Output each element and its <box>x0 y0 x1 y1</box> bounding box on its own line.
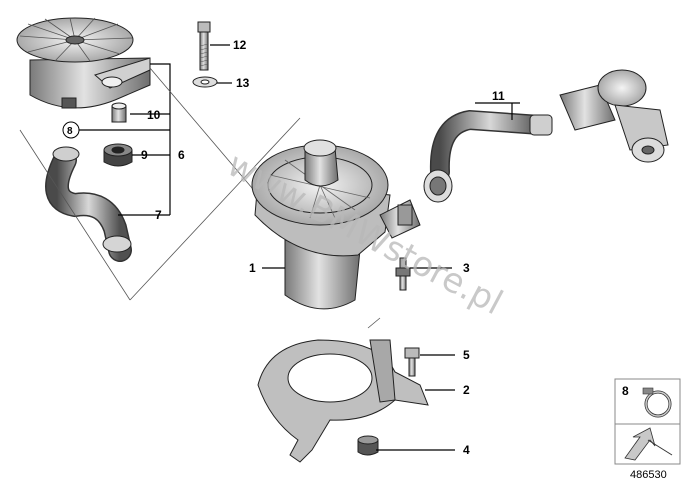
callout-10: 10 <box>147 108 161 122</box>
mounting-bracket <box>257 339 429 463</box>
nut-4 <box>357 435 379 456</box>
group-bracket <box>78 63 171 216</box>
bolt-12 <box>197 21 211 71</box>
callout-numbers: 12 13 10 8 9 6 7 11 1 3 5 2 4 <box>62 38 505 457</box>
washer-13 <box>192 76 218 88</box>
callout-5: 5 <box>463 348 470 362</box>
sleeve-10 <box>111 102 127 123</box>
orientation-arrow-icon <box>624 427 656 461</box>
diagram-number: 486530 <box>630 469 667 481</box>
hose-clamp-icon <box>642 387 672 418</box>
callout-8-circle <box>62 121 80 139</box>
air-check-valve <box>559 69 669 163</box>
leader-lines <box>210 44 520 451</box>
callout-6: 6 <box>178 148 185 162</box>
callout-11: 11 <box>492 89 505 103</box>
stud-3 <box>395 257 411 291</box>
secondary-air-pump <box>251 139 421 310</box>
callout-3: 3 <box>463 261 470 275</box>
guide-lines <box>19 67 381 329</box>
hose-11 <box>423 109 553 203</box>
callout-2: 2 <box>463 383 470 397</box>
air-filter <box>16 17 151 109</box>
callout-9: 9 <box>141 148 148 162</box>
callout-1: 1 <box>249 261 256 275</box>
callout-7: 7 <box>155 208 162 222</box>
grommet-9 <box>103 143 133 167</box>
hose-7 <box>45 146 132 262</box>
callout-4: 4 <box>463 443 470 457</box>
callout-12: 12 <box>233 38 247 52</box>
callout-8: 8 <box>67 126 73 137</box>
callout-13: 13 <box>236 76 250 90</box>
legend-label-8: 8 <box>622 384 629 398</box>
bolt-5 <box>404 347 420 377</box>
legend-panel: 8 486530 <box>614 378 681 481</box>
